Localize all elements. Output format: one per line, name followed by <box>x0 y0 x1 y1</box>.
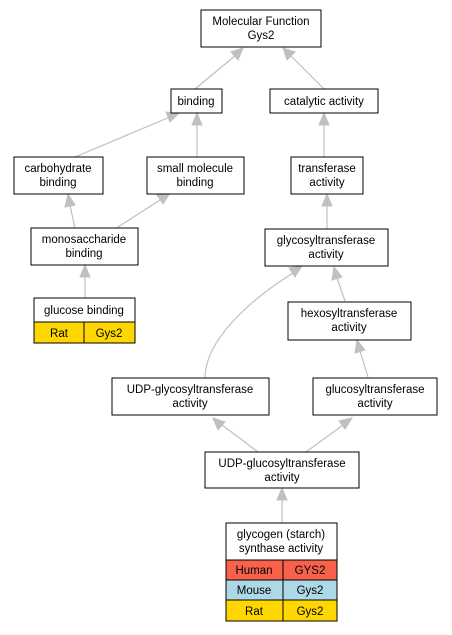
edges <box>64 47 369 524</box>
node-small-molecule-binding[interactable]: small molecule binding <box>146 156 245 195</box>
node-label: UDP-glucosyltransferase <box>218 458 345 470</box>
arrow-head <box>354 338 366 354</box>
edge-binding-to-molecular-function <box>194 54 237 90</box>
edge-udp-glucosyltransferase-to-udp-glycosyltransferase <box>221 424 259 453</box>
node-glycogen-synthase-activity[interactable]: glycogen (starch) synthase activity Huma… <box>225 522 338 622</box>
edge-hexosyltransferase-to-glycosyltransferase <box>336 277 346 302</box>
node-label: glucosyltransferase <box>325 384 424 396</box>
node-label: hexosyltransferase <box>301 308 398 320</box>
node-label: glycosyltransferase <box>277 235 375 247</box>
node-label: catalytic activity <box>284 96 364 108</box>
arrow-head <box>331 265 343 281</box>
edge-catalytic-to-molecular-function <box>289 54 325 90</box>
annotation-gene: Gys2 <box>96 328 123 340</box>
arrow-head <box>191 111 203 126</box>
node-label: activity <box>357 398 392 410</box>
node-label: small molecule <box>157 163 233 175</box>
node-label: glycogen (starch) <box>237 529 325 541</box>
edge-carbohydrate-to-binding <box>74 116 171 158</box>
node-label: UDP-glycosyltransferase <box>127 384 254 396</box>
annotation-gene: Gys2 <box>297 606 324 618</box>
node-udp-glycosyltransferase-activity[interactable]: UDP-glycosyltransferase activity <box>111 377 270 416</box>
node-label: activity <box>172 398 207 410</box>
arrow-head <box>230 47 244 61</box>
arrow-head <box>276 486 288 501</box>
node-monosaccharide-binding[interactable]: monosaccharide binding <box>30 227 139 266</box>
node-catalytic-activity[interactable]: catalytic activity <box>269 88 379 114</box>
arrow-head <box>79 263 91 278</box>
annotation-species: Rat <box>50 328 69 340</box>
node-glycosyltransferase-activity[interactable]: glycosyltransferase activity <box>264 228 389 267</box>
node-label: binding <box>177 96 214 108</box>
edge-monosaccharide-to-carbohydrate <box>69 204 76 230</box>
arrow-head <box>156 192 172 205</box>
node-label: glucose binding <box>44 305 124 317</box>
arrow-head <box>321 192 333 207</box>
node-label: activity <box>308 249 343 261</box>
annotation-row: Rat Gys2 <box>33 321 136 344</box>
node-label: monosaccharide <box>42 234 126 246</box>
node-label: Molecular Function <box>212 16 309 28</box>
arrow-head <box>212 417 226 431</box>
node-hexosyltransferase-activity[interactable]: hexosyltransferase activity <box>287 301 412 341</box>
node-label: activity <box>264 472 299 484</box>
node-binding[interactable]: binding <box>170 88 223 114</box>
node-glucosyltransferase-activity[interactable]: glucosyltransferase activity <box>312 377 438 416</box>
node-transferase-activity[interactable]: transferase activity <box>290 156 364 195</box>
annotation-gene: GYS2 <box>295 565 326 577</box>
annotation-row-mouse: Mouse Gys2 <box>225 579 338 601</box>
node-label: activity <box>309 177 344 189</box>
annotation-gene: Gys2 <box>297 585 324 597</box>
edge-glucosyltransferase-to-hexosyltransferase <box>359 350 369 378</box>
node-label: activity <box>331 322 366 334</box>
arrow-head <box>318 111 330 126</box>
annotation-species: Human <box>235 565 272 577</box>
node-glucose-binding[interactable]: glucose binding Rat Gys2 <box>33 297 136 344</box>
arrow-head <box>282 47 296 61</box>
node-molecular-function[interactable]: Molecular Function Gys2 <box>200 9 322 48</box>
edge-udp-glycosyltransferase-to-glycosyltransferase <box>204 272 294 379</box>
edge-udp-glucosyltransferase-to-glucosyltransferase <box>305 424 344 453</box>
node-label: binding <box>39 177 76 189</box>
node-label: binding <box>65 248 102 260</box>
edge-monosaccharide-to-small-molecule <box>114 199 161 230</box>
node-label: Gys2 <box>248 30 275 42</box>
arrow-head <box>338 417 354 430</box>
arrow-head <box>288 265 304 278</box>
node-udp-glucosyltransferase-activity[interactable]: UDP-glucosyltransferase activity <box>204 451 360 489</box>
annotation-species: Rat <box>245 606 264 618</box>
node-carbohydrate-binding[interactable]: carbohydrate binding <box>13 156 104 195</box>
annotation-species: Mouse <box>237 585 272 597</box>
node-label: synthase activity <box>239 543 324 555</box>
node-label: transferase <box>298 163 356 175</box>
annotation-row-rat: Rat Gys2 <box>225 599 338 622</box>
annotation-row-human: Human GYS2 <box>225 559 338 581</box>
arrow-head <box>64 192 76 208</box>
node-label: carbohydrate <box>24 163 91 175</box>
node-label: binding <box>176 177 213 189</box>
